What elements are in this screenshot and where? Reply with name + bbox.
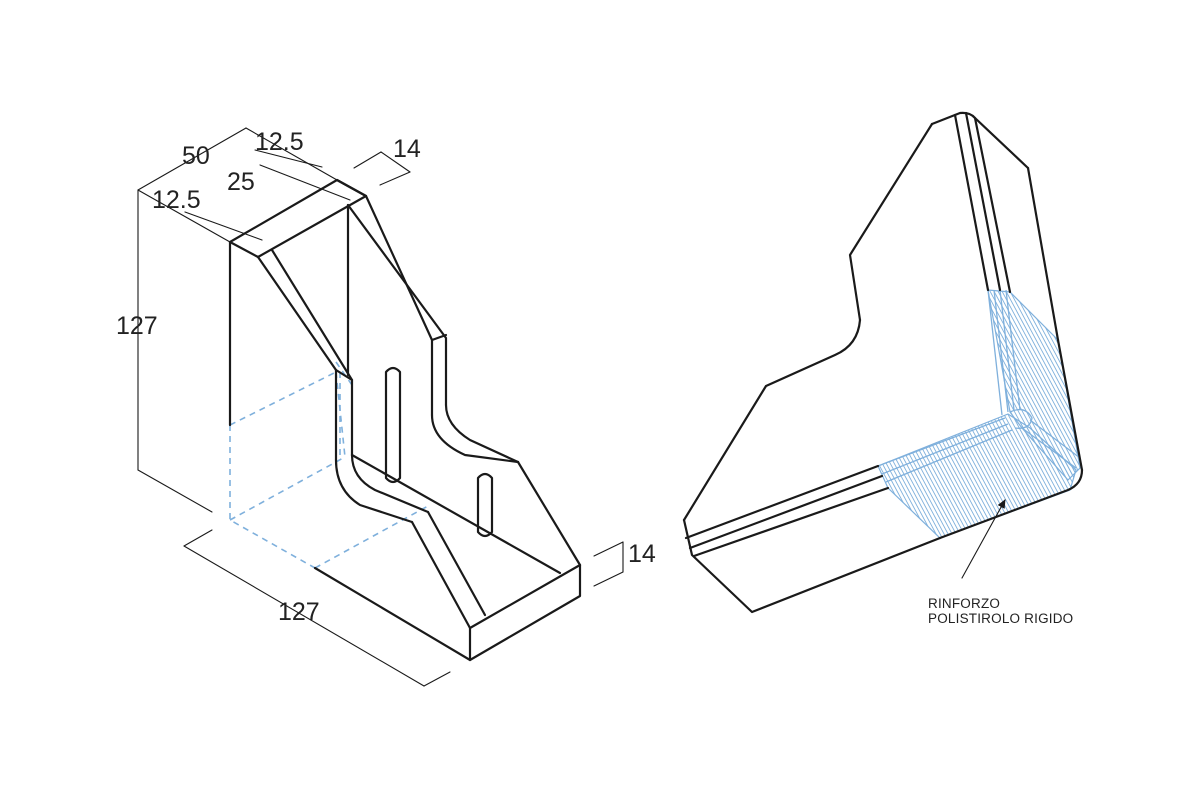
corner-outline [682,111,1084,614]
dim-length: 127 [278,598,320,626]
hidden-edges [229,361,429,569]
dim-overall-depth: 50 [182,142,210,170]
dim-height: 127 [116,312,158,340]
reinforcement-label-line1: RINFORZO [928,596,1000,611]
reinforcement-corner-view: RINFORZO POLISTIROLO RIGIDO [682,111,1084,626]
hatch-reinf-horz [878,414,1076,538]
dimensioned-corner-view: 50 12.5 25 12.5 14 127 127 14 [116,127,656,687]
dim-wall-thickness-top: 14 [393,135,421,163]
reinforcement-label-line2: POLISTIROLO RIGIDO [928,611,1073,626]
hatch-reinf-vert [988,290,1080,480]
dim-wall-thickness-base: 14 [628,540,656,568]
dim-top-slot-width: 25 [227,168,255,196]
dimension-lines [137,127,624,687]
leader-arrow [961,499,1006,579]
reinforcement-region [877,289,1081,539]
dim-top-offset-left: 12.5 [152,186,201,214]
part-outline [228,178,582,662]
dim-top-offset-right: 12.5 [255,128,304,156]
